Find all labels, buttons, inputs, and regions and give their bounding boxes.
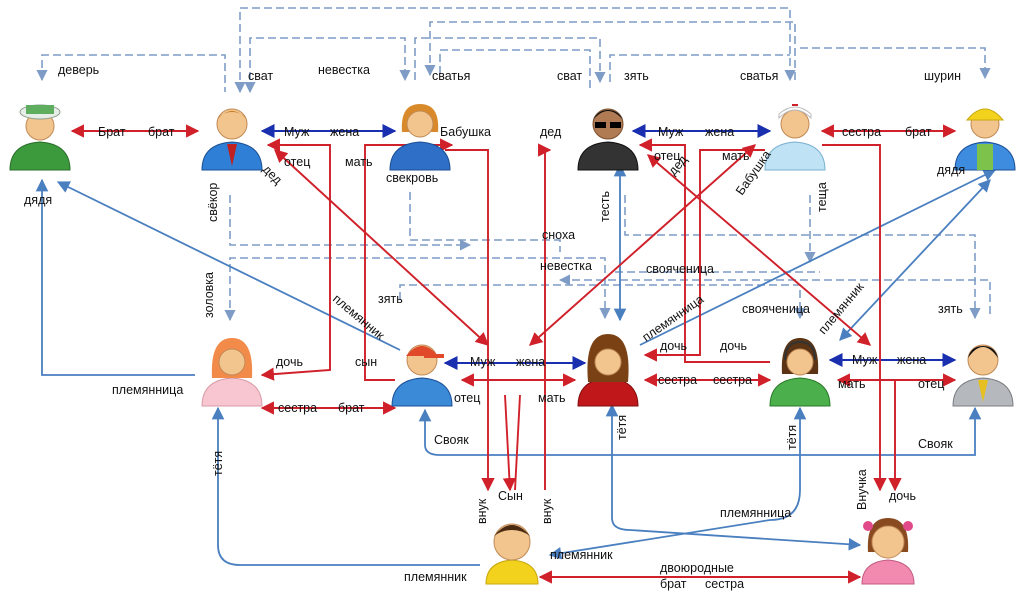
label-otets-1: отец	[284, 155, 310, 169]
label-zyat-mid: зять	[378, 292, 403, 306]
label-babushka-1: Бабушка	[440, 125, 491, 139]
label-sestra-2: сестра	[658, 373, 697, 387]
label-dyadya-1: дядя	[24, 193, 52, 207]
label-mat-1: мать	[345, 155, 373, 169]
label-nevestka-mid: невестка	[540, 259, 592, 273]
label-zyat-right: зять	[938, 302, 963, 316]
label-svat-1: сват	[248, 69, 273, 83]
girl-icon	[861, 518, 915, 585]
man-sunglasses-icon	[577, 108, 639, 171]
label-dvoyurodnye: двоюродные	[660, 561, 734, 575]
label-doch-3: дочь	[720, 339, 747, 353]
label-mat-3: мать	[538, 391, 566, 405]
label-mat-2: мать	[722, 149, 750, 163]
label-sestra-4: сестра	[705, 577, 744, 591]
label-tetya-3: тётя	[785, 425, 799, 450]
dashed-connectors	[36, 7, 991, 322]
label-otets-2: отец	[654, 149, 680, 163]
people	[9, 104, 1016, 585]
label-svatya-2: сватья	[740, 69, 778, 83]
label-sestra-top: сестра	[842, 125, 881, 139]
man-grey-suit-icon	[952, 344, 1014, 407]
label-zhena-1: жена	[330, 125, 359, 139]
label-svoyachenitsa-1: свояченица	[646, 262, 714, 276]
woman-red-dress-icon	[577, 334, 639, 407]
label-svat-2: сват	[557, 69, 582, 83]
label-vnuk-2: внук	[540, 498, 554, 524]
red-connectors	[70, 124, 957, 584]
label-dever: деверь	[58, 63, 99, 77]
label-zhena-2: жена	[705, 125, 734, 139]
label-zhena-4: жена	[897, 353, 926, 367]
boy-icon	[485, 523, 539, 585]
label-svoyak-1: Свояк	[434, 433, 469, 447]
woman-orange-hair-icon	[389, 104, 451, 171]
label-shurin: шурин	[924, 69, 961, 83]
label-brat-2: брат	[148, 125, 175, 139]
label-doch-4: дочь	[889, 489, 916, 503]
label-muzh-3: Муж	[470, 355, 496, 369]
label-plemyannik-2: племянник	[816, 280, 867, 337]
label-svoyachenitsa-2: свояченица	[742, 302, 810, 316]
label-muzh-4: Муж	[852, 353, 878, 367]
label-svekor: свёкор	[206, 183, 220, 222]
spouse-connectors	[260, 124, 957, 370]
man-blue-suit-icon	[201, 108, 263, 171]
label-plemyannik-4: племянник	[404, 570, 467, 584]
label-ded-2: дед	[260, 162, 285, 187]
woman-pink-icon	[201, 338, 263, 407]
label-doch-2: дочь	[660, 339, 687, 353]
operator-icon	[769, 338, 831, 407]
label-sestra-1: сестра	[278, 401, 317, 415]
label-vnuk-1: внук	[475, 498, 489, 524]
label-nevestka-top: невестка	[318, 63, 370, 77]
label-test: тесть	[598, 191, 612, 222]
label-doch-1: дочь	[276, 355, 303, 369]
label-tetya-1: тётя	[211, 451, 225, 476]
label-otets-3: отец	[454, 391, 480, 405]
label-svatya-1: сватья	[432, 69, 470, 83]
label-plemyannik-3: племянник	[550, 548, 613, 562]
label-snokha: сноха	[542, 228, 575, 242]
label-ded-1: дед	[540, 125, 562, 139]
label-muzh-1: Муж	[284, 125, 310, 139]
label-otets-4: отец	[918, 377, 944, 391]
builder-icon	[954, 108, 1016, 171]
label-plemyannitsa-3: племянница	[720, 506, 791, 520]
label-tetya-2: тётя	[615, 415, 629, 440]
label-zyat-top: зять	[624, 69, 649, 83]
label-zhena-3: жена	[516, 355, 545, 369]
soldier-icon	[9, 104, 71, 171]
label-brat-1: Брат	[98, 125, 126, 139]
label-mat-4: мать	[838, 377, 866, 391]
label-syn-2: Сын	[498, 489, 523, 503]
label-svoyak-2: Свояк	[918, 437, 953, 451]
label-vnuchka: Внучка	[855, 469, 869, 510]
label-plemyannitsa-2: племянница	[112, 383, 183, 397]
label-dyadya-2: дядя	[937, 163, 965, 177]
nurse-icon	[764, 104, 826, 171]
label-brat-3: брат	[905, 125, 932, 139]
label-brat-5: брат	[660, 577, 687, 591]
label-syn-1: сын	[355, 355, 377, 369]
relation-labels: деверь невестка шурин сват сватья сват з…	[24, 63, 965, 591]
label-svekrov: свекровь	[386, 171, 438, 185]
label-tescha: теща	[815, 182, 829, 212]
label-sestra-3: сестра	[713, 373, 752, 387]
man-red-cap-icon	[391, 344, 453, 407]
label-muzh-2: Муж	[658, 125, 684, 139]
label-brat-4: брат	[338, 401, 365, 415]
label-zolovka: золовка	[202, 272, 216, 318]
